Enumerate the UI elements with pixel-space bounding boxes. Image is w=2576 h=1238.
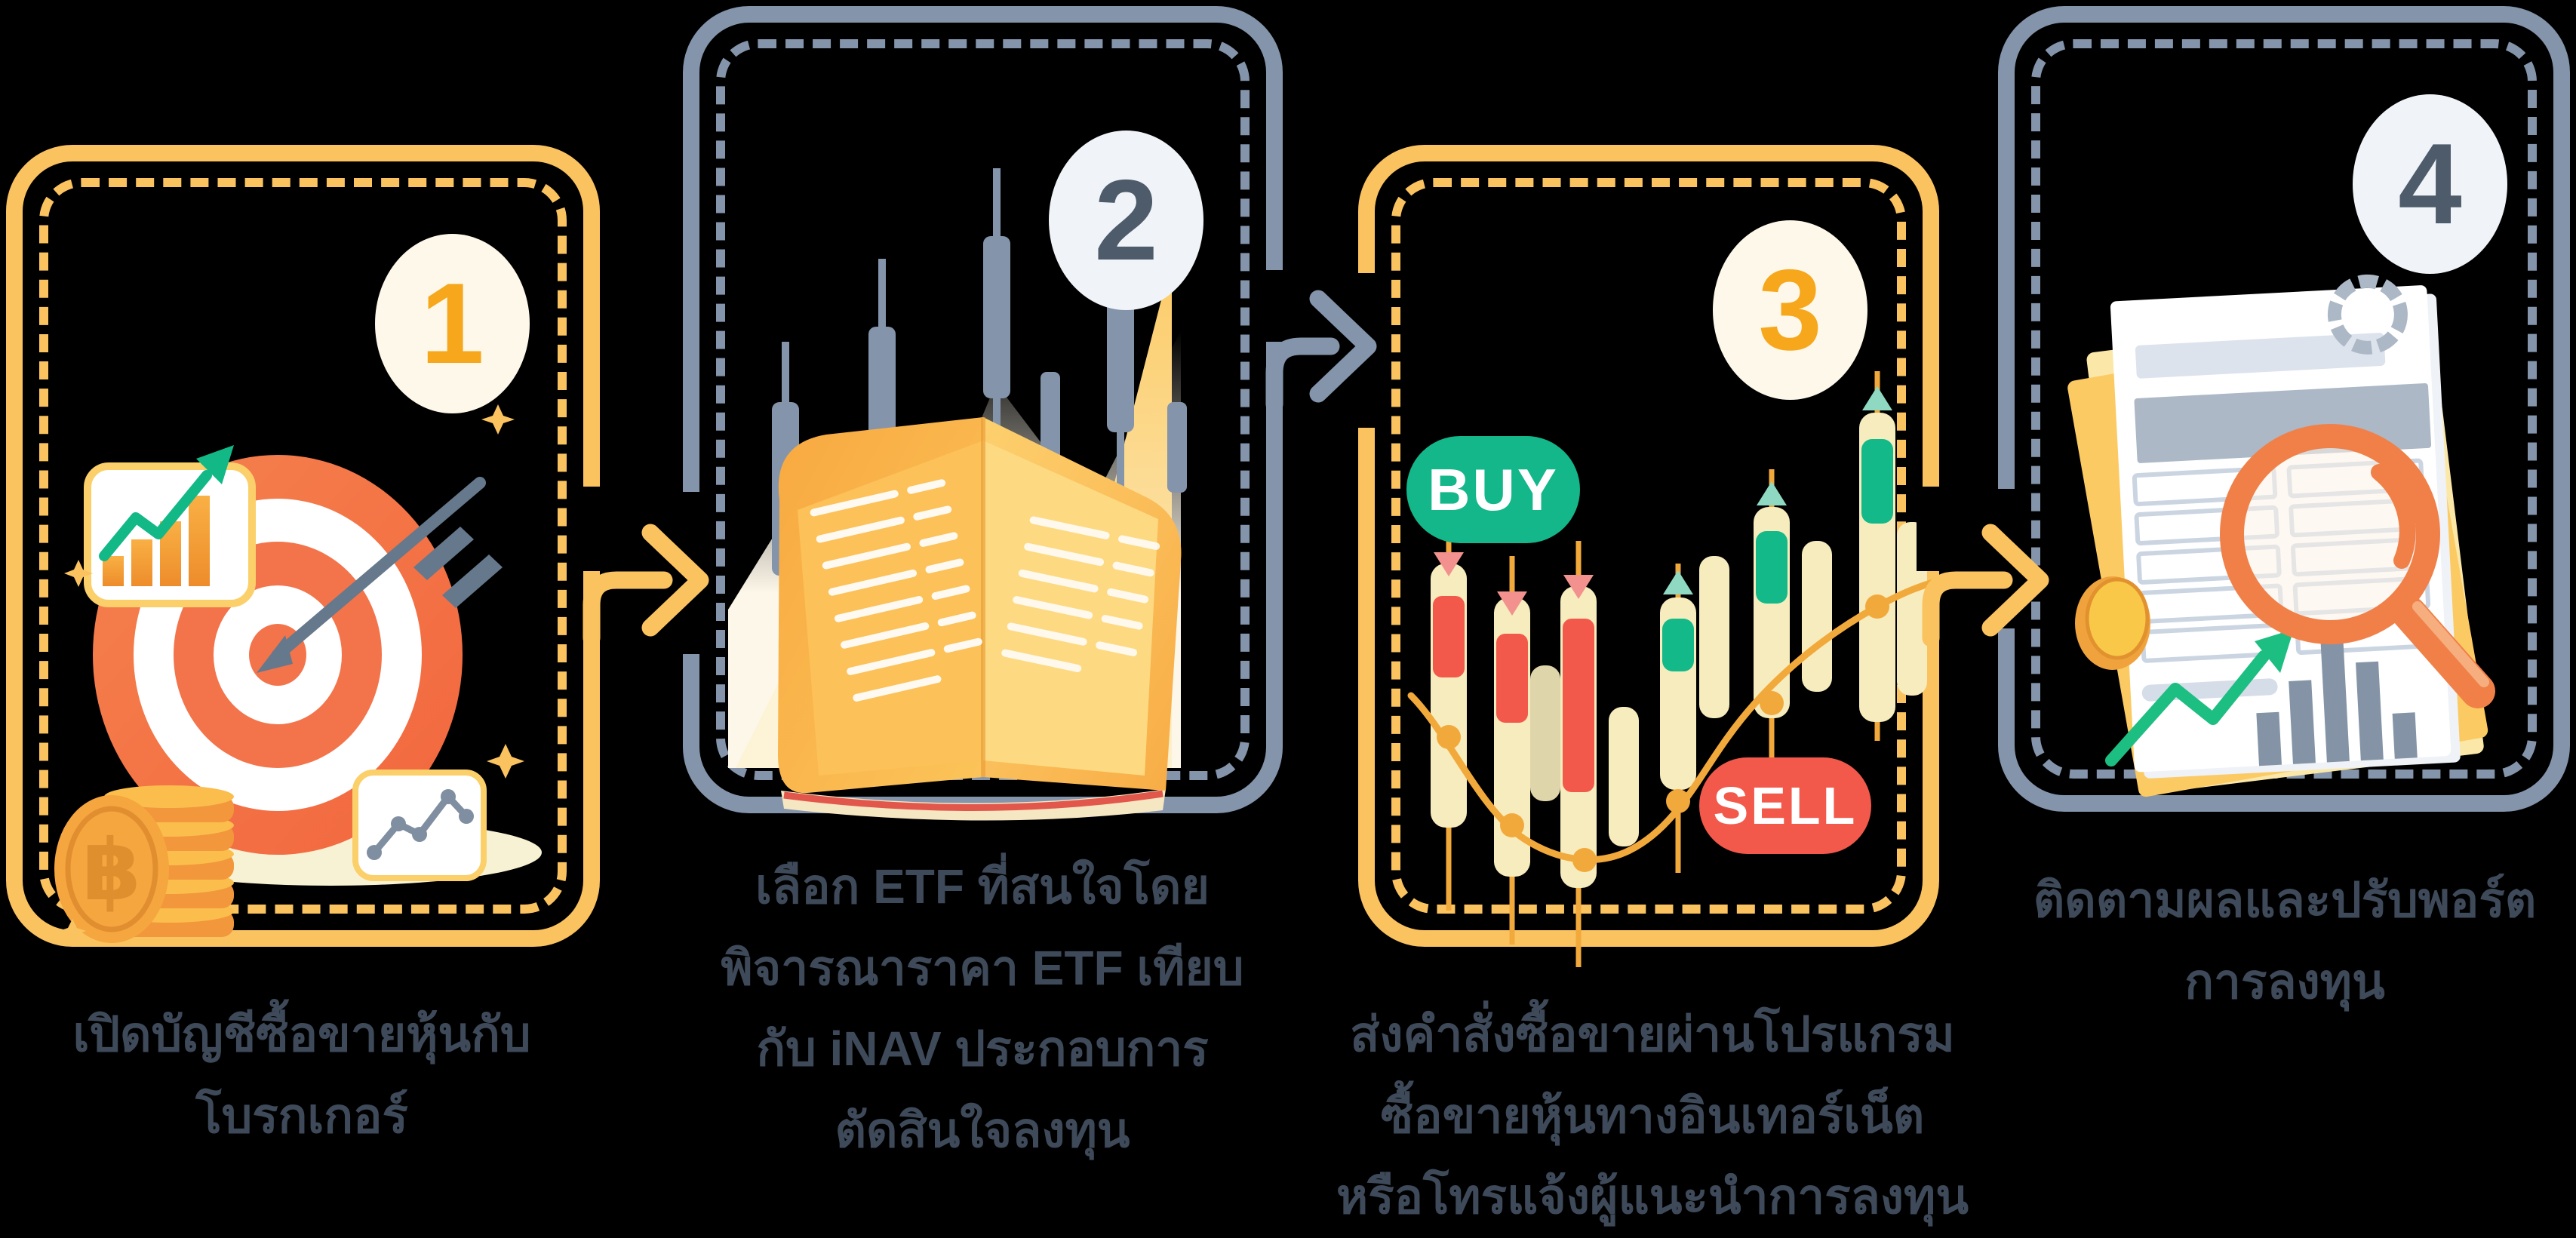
step-number-badge: 4 [2353, 94, 2507, 274]
coin-stack-icon: ฿ [54, 785, 234, 943]
green-candles [1662, 439, 1893, 671]
buy-badge: BUY [1406, 436, 1580, 543]
step-card-3: BUY SELL 3 [1358, 145, 1939, 967]
donut-chart-icon [2327, 274, 2408, 355]
arrow-step2-to-step3 [1265, 290, 1377, 413]
card-3-dashed-border [1391, 178, 1906, 914]
magnifier-icon [2220, 424, 2495, 708]
step-number-badge: 3 [1713, 220, 1867, 400]
step-3-caption: ส่งคำสั่งซื้อขายผ่านโปรแกรม ซื้อขายหุ้นท… [1275, 994, 2030, 1238]
caption-line: เลือก ETF ที่สนใจโดย [755, 859, 1210, 914]
caption-line: ติดตามผลและปรับพอร์ต [2033, 873, 2537, 927]
step-2-caption: เลือก ETF ที่สนใจโดย พิจารณาราคา ETF เที… [643, 846, 1322, 1171]
step-number-badge: 1 [375, 234, 530, 413]
caption-line: ตัดสินใจลงทุน [835, 1102, 1130, 1157]
coin-icon [2075, 576, 2150, 670]
caption-line: กับ iNAV ประกอบการ [756, 1021, 1209, 1077]
ledger-book-candlestick-icon [728, 168, 1187, 821]
target-dart-coins-icon: ฿ [54, 404, 542, 943]
trend-curve [1407, 579, 1937, 872]
caption-line: หรือโทรแจ้งผู้แนะนำการลงทุน [1336, 1169, 1969, 1224]
step-4-caption: ติดตามผลและปรับพอร์ต การลงทุน [1983, 860, 2576, 1022]
candlestick-buy-sell-icon [1407, 371, 1937, 967]
baht-symbol: ฿ [82, 823, 141, 917]
report-magnifier-icon [2067, 274, 2495, 797]
step-1-caption: เปิดบัญชีซื้อขายหุ้นกับ โบรกเกอร์ [0, 994, 604, 1157]
step-card-1: ฿ 1 [6, 145, 600, 947]
step-card-2: 2 [683, 6, 1283, 821]
book-text-lines [1001, 516, 1160, 672]
signal-triangles [1434, 386, 1892, 616]
red-candles [1433, 596, 1594, 792]
growth-arrow-icon [2105, 629, 2294, 766]
line-chart-badge-icon [352, 770, 487, 881]
caption-line: พิจารณาราคา ETF เทียบ [721, 940, 1244, 995]
step-card-4: 4 [1998, 6, 2570, 812]
bar-chart-badge-icon [84, 445, 256, 607]
sparkle-icon [59, 404, 524, 943]
caption-line: การลงทุน [2184, 954, 2385, 1009]
mini-bar-chart-icon [2256, 622, 2418, 766]
caption-line: ซื้อขายหุ้นทางอินเทอร์เน็ต [1380, 1088, 1925, 1143]
sell-badge: SELL [1699, 757, 1871, 854]
caption-line: โบรกเกอร์ [195, 1088, 408, 1143]
open-book-icon [778, 417, 1182, 821]
book-text-lines [810, 479, 982, 702]
dart-icon [257, 477, 503, 673]
caption-line: เปิดบัญชีซื้อขายหุ้นกับ [72, 1007, 531, 1061]
caption-line: ส่งคำสั่งซื้อขายผ่านโปรแกรม [1350, 1007, 1955, 1061]
step-number-badge: 2 [1049, 131, 1203, 310]
